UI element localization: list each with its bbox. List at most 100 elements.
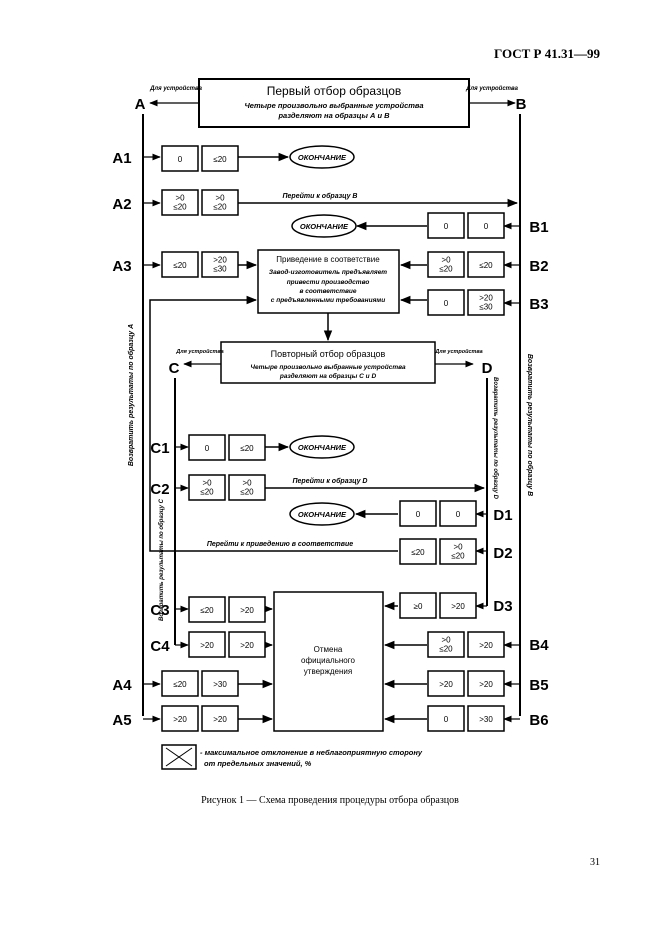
go-to-compliance-note: Перейти к приведению в соответствие	[207, 540, 353, 548]
letter-A4: A4	[112, 677, 132, 694]
letter-D2: D2	[493, 545, 512, 562]
value-box-c1-1	[188, 434, 226, 461]
svg-text:Для устройства: Для устройства	[175, 348, 224, 355]
compliance-box	[257, 249, 400, 314]
value-box-a5-1	[161, 705, 199, 732]
first-sampling-line1: Четыре произвольно выбранные устройства	[244, 101, 423, 110]
value-text-d1-1: 0	[416, 510, 421, 519]
value-text-b3-2: ≤30	[479, 303, 493, 312]
value-box-a3-2	[201, 251, 239, 278]
repeat-sampling-box	[220, 341, 436, 384]
value-text-c3-1: ≤20	[200, 606, 214, 615]
ending-C1	[289, 435, 355, 459]
letter-D1: D1	[493, 507, 512, 524]
value-box-a4-1	[161, 670, 199, 697]
value-text-b3-1: 0	[444, 299, 449, 308]
letter-A5: A5	[112, 712, 131, 729]
letter-C: C	[169, 360, 180, 377]
letter-B3: B3	[529, 296, 548, 313]
value-box-d3-2	[439, 592, 477, 619]
value-text-c1-1: 0	[205, 444, 210, 453]
value-text-d3-1: ≥0	[414, 602, 423, 611]
value-text-b6-2: >30	[479, 715, 493, 724]
letter-C1: C1	[150, 440, 169, 457]
ending-B1	[291, 214, 357, 238]
value-box-a5-2	[201, 705, 239, 732]
value-text-a3-1: ≤20	[173, 261, 187, 270]
value-text-b5-2: >20	[479, 680, 493, 689]
value-text-c2-1: >0	[202, 479, 212, 488]
letter-B6: B6	[529, 712, 548, 729]
letter-B5: B5	[529, 677, 548, 694]
value-box-d1-1	[399, 500, 437, 527]
return-B-label: Возвратить результаты по образцу В	[526, 354, 534, 496]
value-text-b5-1: >20	[439, 680, 453, 689]
to-device-right-label: Для устройства	[465, 85, 518, 92]
svg-text:утверждения: утверждения	[304, 667, 352, 676]
value-text-c4-1: >20	[200, 641, 214, 650]
value-text-b6-1: 0	[444, 715, 449, 724]
value-text-b1-1: 0	[444, 222, 449, 231]
letter-B4: B4	[529, 637, 549, 654]
value-text-a4-2: >30	[213, 680, 227, 689]
svg-text:разделяют на образцы С и D: разделяют на образцы С и D	[279, 372, 377, 380]
value-text-c4-2: >20	[240, 641, 254, 650]
letter-D3: D3	[493, 598, 512, 615]
value-box-c3-1	[188, 596, 226, 623]
value-box-d2-2	[439, 538, 477, 565]
value-text-c2-2: ≤20	[240, 488, 254, 497]
letter-A1: A1	[112, 150, 131, 167]
svg-text:ОКОНЧАНИЕ: ОКОНЧАНИЕ	[300, 222, 349, 231]
value-box-a1-2	[201, 145, 239, 172]
svg-text:Завод-изготовитель предъявляет: Завод-изготовитель предъявляет	[269, 268, 387, 276]
value-box-b6-1	[427, 705, 465, 732]
value-box-b5-2	[467, 670, 505, 697]
svg-text:Четыре произвольно выбранные у: Четыре произвольно выбранные устройства	[250, 363, 406, 371]
to-device-left-label: Для устройства	[149, 85, 202, 92]
value-text-b3-2: >20	[479, 294, 493, 303]
return-C-label: Возвратить результаты по образцу С	[158, 498, 165, 621]
value-box-b5-1	[427, 670, 465, 697]
value-text-b2-1: ≤20	[439, 265, 453, 274]
value-text-c2-1: ≤20	[200, 488, 214, 497]
repeat-sampling-title: Повторный отбор образцов	[271, 349, 386, 359]
value-box-b6-2	[467, 705, 505, 732]
letter-C2: C2	[150, 481, 169, 498]
svg-text:ОКОНЧАНИЕ: ОКОНЧАНИЕ	[298, 153, 347, 162]
compliance-title: Приведение в соответствие	[276, 255, 380, 264]
value-text-c2-2: >0	[242, 479, 252, 488]
value-box-d1-2	[439, 500, 477, 527]
value-text-b1-2: 0	[484, 222, 489, 231]
svg-text:Для устройства: Для устройства	[434, 348, 483, 355]
value-text-a5-2: >20	[213, 715, 227, 724]
letter-D: D	[482, 360, 493, 377]
svg-text:ОКОНЧАНИЕ: ОКОНЧАНИЕ	[298, 510, 347, 519]
svg-text:ОКОНЧАНИЕ: ОКОНЧАНИЕ	[298, 443, 347, 452]
value-text-c3-2: >20	[240, 606, 254, 615]
value-text-d2-1: ≤20	[411, 548, 425, 557]
value-text-a2-1: ≤20	[173, 203, 187, 212]
svg-text:Отмена: Отмена	[314, 645, 343, 654]
value-box-c1-2	[228, 434, 266, 461]
value-box-c2-1	[188, 474, 226, 501]
value-box-b4-2	[467, 631, 505, 658]
value-text-b2-2: ≤20	[479, 261, 493, 270]
letter-A2: A2	[112, 196, 131, 213]
first-sampling-title: Первый отбор образцов	[267, 84, 402, 98]
value-box-b2-1	[427, 251, 465, 278]
go-to-B-note: Перейти к образцу B	[283, 192, 358, 200]
value-box-c3-2	[228, 596, 266, 623]
ending-A1	[289, 145, 355, 169]
value-text-a2-1: >0	[175, 194, 185, 203]
letter-C4: C4	[150, 638, 170, 655]
value-text-b4-1: ≤20	[439, 645, 453, 654]
letter-B2: B2	[529, 258, 548, 275]
letter-A: A	[135, 96, 146, 113]
value-text-d1-2: 0	[456, 510, 461, 519]
value-text-a3-2: >20	[213, 256, 227, 265]
value-box-b1-2	[467, 212, 505, 239]
svg-text:в соответствие: в соответствие	[299, 288, 356, 295]
value-text-d3-2: >20	[451, 602, 465, 611]
